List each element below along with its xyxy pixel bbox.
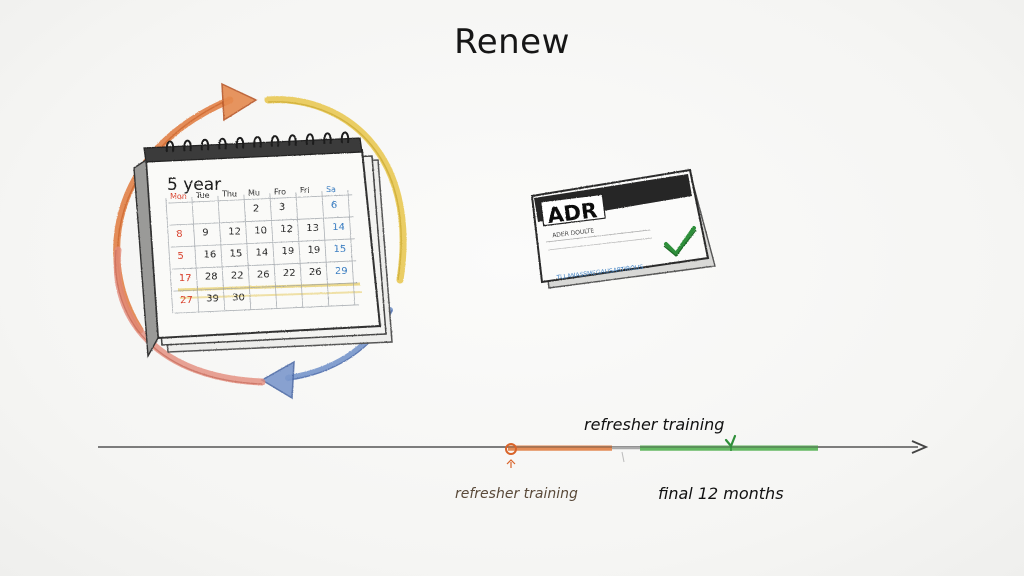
calendar-weekday-header: Sa xyxy=(326,185,336,194)
calendar-day-cell: 29 xyxy=(335,266,348,277)
calendar-day-cell: 9 xyxy=(202,228,208,239)
label-refresher-bottom: refresher training xyxy=(455,486,578,502)
checkmark-icon xyxy=(663,226,697,257)
calendar-weekday-header: Mon xyxy=(170,192,187,201)
calendar-day-cell: 22 xyxy=(231,270,244,281)
calendar-day-cell: 19 xyxy=(308,245,321,256)
calendar-ring xyxy=(270,135,280,147)
calendar-day-cell: 22 xyxy=(283,268,296,279)
calendar-period-label: 5 year xyxy=(167,175,221,195)
calendar-ring xyxy=(183,139,192,152)
calendar-weekday-header: Fro xyxy=(274,187,286,196)
calendar-day-cell: 13 xyxy=(306,223,319,234)
calendar-ring xyxy=(253,136,262,148)
calendar-ring xyxy=(200,138,210,151)
calendar-weekday-header: Tue xyxy=(195,191,210,200)
calendar-day-cell: 3 xyxy=(279,202,285,213)
calendar-day-cell: 26 xyxy=(257,269,270,280)
calendar-day-cell: 15 xyxy=(230,248,243,259)
calendar-day-cell: 16 xyxy=(204,250,217,261)
calendar-ring xyxy=(340,131,350,144)
calendar-ring xyxy=(235,136,245,149)
calendar-day-cell: 15 xyxy=(334,244,347,255)
calendar-day-cell: 19 xyxy=(282,246,295,257)
calendar-day-cell: 12 xyxy=(280,224,293,235)
calendar-day-cell: 14 xyxy=(332,222,345,233)
calendar-day-cell: 5 xyxy=(178,251,184,262)
calendar-ring xyxy=(305,133,315,145)
calendar-day-cell: 12 xyxy=(228,226,241,237)
timeline: refresher training refresher training fi… xyxy=(98,415,929,503)
calendar-day-cell: 2 xyxy=(253,203,259,214)
page-title: Renew xyxy=(454,22,570,62)
calendar-day-cell: 6 xyxy=(331,200,337,211)
calendar-day-cell: 26 xyxy=(309,267,322,278)
label-refresher-top: refresher training xyxy=(584,415,724,434)
calendar-day-cell: 30 xyxy=(232,292,245,303)
calendar-day-cell: 17 xyxy=(179,273,192,284)
calendar-day-cell: 39 xyxy=(206,294,219,305)
calendar-day-cell: 10 xyxy=(254,225,267,236)
calendar-weekday-header: Fri xyxy=(300,186,310,195)
calendar-ring xyxy=(165,140,175,153)
calendar-day-cell: 28 xyxy=(205,272,218,283)
calendar-ring xyxy=(323,132,332,145)
calendar-day-cell: 27 xyxy=(180,295,193,306)
calendar-weekday-header: Mu xyxy=(248,188,260,197)
timeline-arrow-icon xyxy=(911,440,929,454)
calendar-ring xyxy=(218,137,227,150)
refresher-start-marker xyxy=(505,443,517,455)
timeline-check-icon xyxy=(724,434,737,449)
calendar-day-cell: 14 xyxy=(256,247,269,258)
calendar-ring xyxy=(288,134,297,146)
calendar-weekday-header: Thu xyxy=(221,190,237,199)
calendar-icon: 5 year Mon Tue Thu Mu Fro Fri Sa 2 3 6 8 9 12 10 12 13… xyxy=(133,131,393,359)
label-final-months: final 12 months xyxy=(658,484,784,503)
calendar-day-cell: 8 xyxy=(176,229,182,240)
adr-card-icon: ADR ADER DOULTE TLLANASSMEGAUSARTIROUS xyxy=(530,168,716,289)
